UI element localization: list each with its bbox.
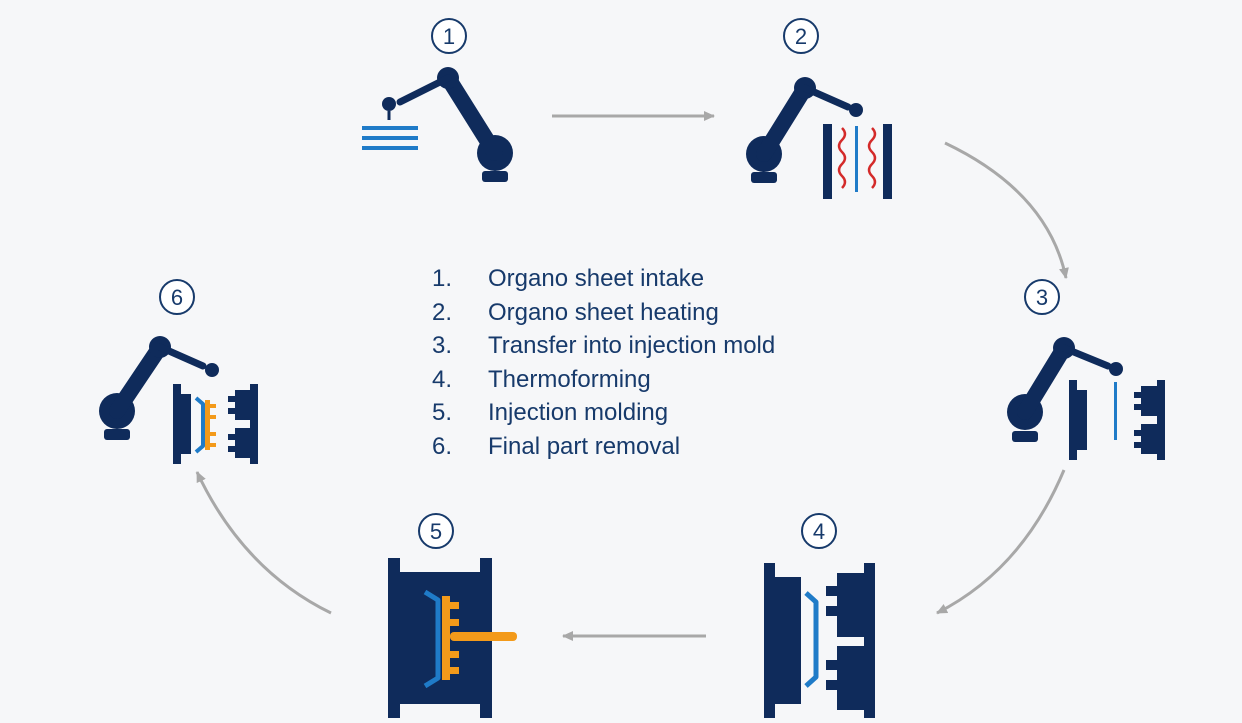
heater-icon bbox=[823, 124, 892, 199]
step-number: 4. bbox=[432, 365, 453, 393]
injection-mold-icon bbox=[388, 558, 492, 718]
svg-text:4: 4 bbox=[813, 519, 825, 544]
step-label: Organo sheet intake bbox=[488, 265, 705, 292]
step-label: Transfer into injection mold bbox=[488, 332, 776, 359]
step-4-illustration bbox=[764, 563, 875, 718]
step-badge-2: 2 bbox=[783, 18, 819, 54]
step-6-illustration bbox=[99, 336, 258, 464]
step-number: 6. bbox=[432, 432, 453, 460]
step-number: 2. bbox=[432, 298, 453, 326]
svg-text:6: 6 bbox=[171, 285, 183, 310]
step-badge-3: 3 bbox=[1024, 279, 1060, 315]
list-item: 1. Organo sheet intake bbox=[432, 262, 775, 296]
robot-arm-icon bbox=[746, 77, 863, 183]
robot-arm-icon bbox=[382, 67, 513, 182]
process-steps-list: 1. Organo sheet intake 2. Organo sheet h… bbox=[432, 262, 775, 463]
injection-unit-icon bbox=[442, 596, 517, 680]
list-item: 3. Transfer into injection mold bbox=[432, 329, 775, 363]
step-label: Final part removal bbox=[488, 432, 681, 460]
step-number: 3. bbox=[432, 332, 453, 359]
step-label: Thermoforming bbox=[488, 365, 651, 393]
robot-arm-icon bbox=[99, 336, 219, 440]
svg-text:1: 1 bbox=[443, 24, 455, 49]
step-badge-1: 1 bbox=[431, 18, 467, 54]
svg-text:3: 3 bbox=[1036, 285, 1048, 310]
flow-arrow-icon bbox=[944, 141, 1069, 279]
step-3-illustration bbox=[1007, 337, 1165, 460]
step-5-illustration bbox=[388, 558, 517, 718]
injection-mold-icon bbox=[1069, 380, 1165, 460]
organo-sheet-stack-icon bbox=[362, 126, 418, 150]
svg-text:5: 5 bbox=[430, 519, 442, 544]
list-item: 6. Final part removal bbox=[432, 430, 775, 464]
flow-arrow-icon bbox=[936, 469, 1066, 615]
list-item: 2. Organo sheet heating bbox=[432, 296, 775, 330]
flow-arrow-icon bbox=[195, 471, 332, 615]
step-1-illustration bbox=[362, 67, 513, 182]
injection-unit-icon bbox=[205, 400, 216, 450]
injection-mold-icon bbox=[173, 384, 258, 464]
step-label: Organo sheet heating bbox=[488, 298, 719, 326]
injection-mold-icon bbox=[764, 563, 875, 718]
flow-arrows bbox=[195, 111, 1069, 641]
svg-text:2: 2 bbox=[795, 24, 807, 49]
step-2-illustration bbox=[746, 77, 892, 199]
step-number: 5. bbox=[432, 399, 453, 426]
step-badge-6: 6 bbox=[159, 279, 195, 315]
robot-arm-icon bbox=[1007, 337, 1123, 442]
formed-part-icon bbox=[194, 396, 205, 454]
step-badge-4: 4 bbox=[801, 513, 837, 549]
list-item: 4. Thermoforming bbox=[432, 363, 775, 397]
formed-part-icon bbox=[423, 589, 441, 689]
step-badge-5: 5 bbox=[418, 513, 454, 549]
step-number: 1. bbox=[432, 265, 453, 292]
formed-part-icon bbox=[804, 591, 819, 688]
list-item: 5. Injection molding bbox=[432, 396, 775, 430]
step-label: Injection molding bbox=[488, 399, 669, 426]
